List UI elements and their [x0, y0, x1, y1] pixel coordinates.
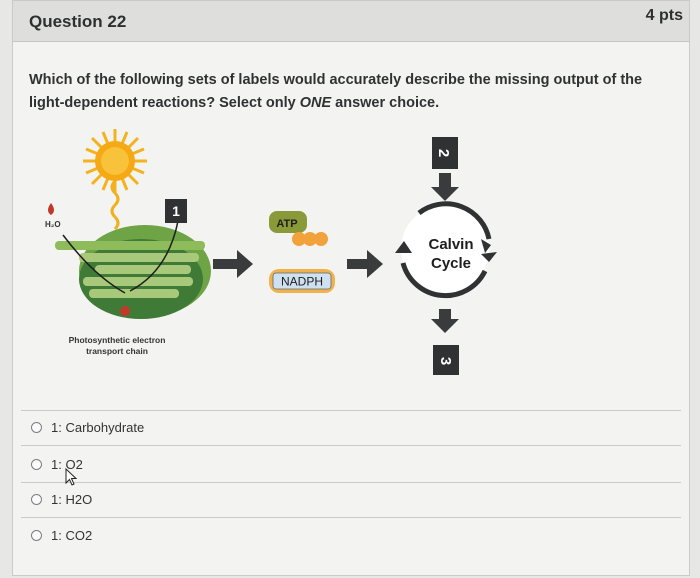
divider: [21, 517, 681, 518]
divider: [21, 445, 681, 446]
question-header: Question 22 4 pts: [13, 1, 689, 42]
answer-option-h2o[interactable]: 1: H2O: [31, 487, 92, 511]
prompt-emphasis: ONE: [299, 95, 332, 111]
atp-molecule: ATP: [269, 211, 328, 246]
arrow-right-icon-2: [347, 250, 383, 278]
radio-button[interactable]: [31, 493, 42, 505]
arrow-down-icon-2: [431, 309, 459, 333]
radio-button[interactable]: [31, 421, 42, 433]
arrow-right-icon: [213, 250, 253, 278]
answer-option-o2[interactable]: 1: O2: [31, 452, 83, 476]
label-box-3: [433, 345, 459, 375]
label-box-3-number: 3: [437, 357, 454, 365]
question-card: Question 22 4 pts Which of the following…: [12, 0, 690, 576]
question-prompt: Which of the following sets of labels wo…: [29, 69, 669, 115]
label-box-2-number: 2: [435, 149, 452, 157]
atp-label: ATP: [276, 218, 297, 230]
radio-button[interactable]: [31, 458, 42, 470]
thylakoid-membrane: [55, 220, 211, 319]
divider: [21, 410, 681, 411]
arrow-down-icon: [431, 173, 459, 201]
h2o-label: H₂O: [45, 220, 61, 229]
radio-button[interactable]: [31, 529, 42, 541]
answer-option-co2[interactable]: 1: CO2: [31, 523, 92, 547]
prompt-text: Which of the following sets of labels wo…: [29, 72, 643, 111]
divider: [21, 482, 681, 483]
answer-label: 1: CO2: [51, 527, 93, 543]
answer-label: 1: O2: [51, 456, 83, 472]
answer-label: 1: H2O: [51, 491, 93, 507]
nadph-label: NADPH: [281, 275, 323, 289]
calvin-label-line2: Cycle: [431, 255, 471, 272]
prompt-end: answer choice.: [335, 95, 440, 111]
etc-label-line1: Photosynthetic electron: [69, 335, 166, 345]
answer-label: 1: Carbohydrate: [51, 419, 145, 435]
sun-icon: [83, 129, 147, 231]
calvin-label-line1: Calvin: [428, 236, 473, 253]
etc-label-line2: transport chain: [86, 346, 148, 356]
calvin-cycle: Calvin Cycle: [395, 201, 497, 299]
label-box-2: [432, 137, 458, 169]
question-points: 4 pts: [645, 7, 683, 24]
label-box-1: [165, 199, 187, 223]
answer-option-carbohydrate[interactable]: 1: Carbohydrate: [31, 415, 144, 439]
water-drop-icon: [48, 203, 54, 215]
photosynthesis-diagram: H₂O 1 Photosynthetic electron transport …: [45, 129, 497, 375]
label-box-1-number: 1: [172, 203, 180, 219]
mouse-pointer-icon: [65, 468, 78, 486]
question-title: Question 22: [29, 12, 127, 31]
